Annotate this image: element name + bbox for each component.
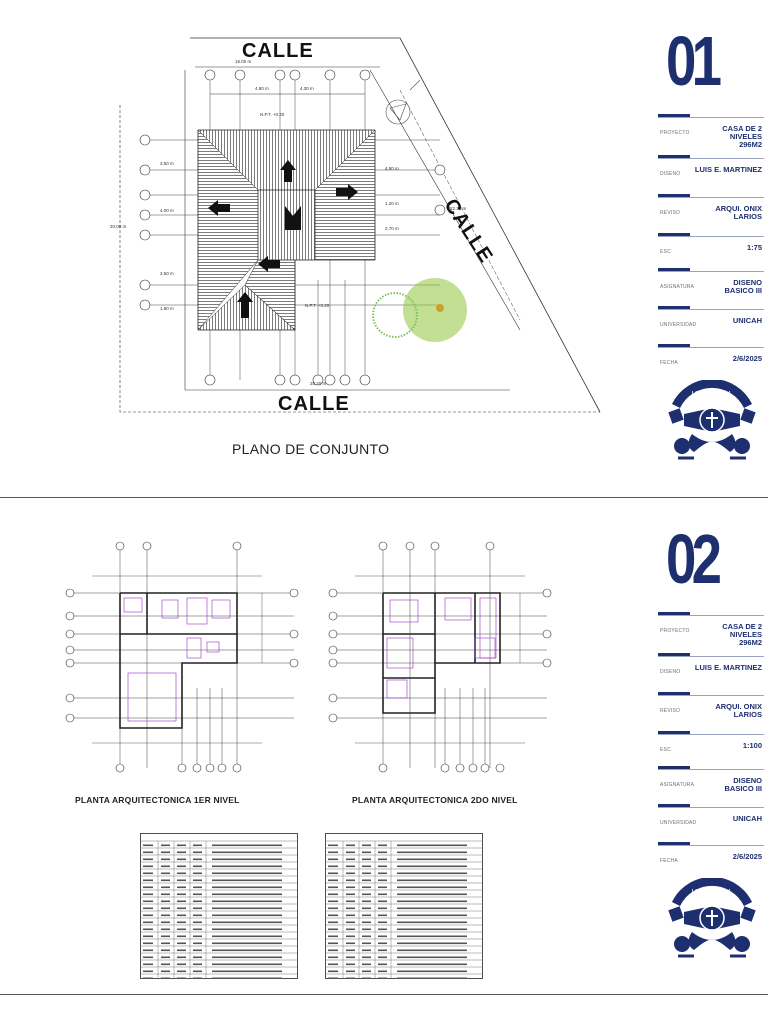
tb-key: ESC	[660, 249, 671, 255]
tb-value: DISENO BASICO III	[724, 776, 762, 793]
sheet-number: 01	[666, 22, 722, 100]
tb-row-reviso: REVISO ARQUI. ONIX LARIOS	[658, 692, 764, 730]
tb-value: LUIS E. MARTINEZ	[694, 165, 762, 174]
tb-row-reviso: REVISO ARQUI. ONIX LARIOS	[658, 194, 764, 232]
tb-row-esc: ESC 1:100	[658, 731, 764, 769]
floor-plan-1st-level	[65, 541, 299, 773]
svg-text:N.P.T. +0.20: N.P.T. +0.20	[260, 112, 285, 117]
caption-1st-level: PLANTA ARQUITECTONICA 1ER NIVEL	[75, 795, 240, 805]
tb-row-proyecto: PROYECTO CASA DE 2 NIVELES 296M2	[658, 612, 764, 650]
tb-row-diseno: DISENO LUIS E. MARTINEZ	[658, 653, 764, 691]
svg-text:4.00 m: 4.00 m	[160, 208, 174, 213]
svg-text:3.50 m: 3.50 m	[160, 271, 174, 276]
svg-text:4.30 m: 4.30 m	[300, 86, 314, 91]
street-label-bottom: CALLE	[278, 393, 350, 415]
svg-text:3.50 m: 3.50 m	[160, 161, 174, 166]
tb-row-universidad: UNIVERSIDAD UNICAH	[658, 804, 764, 842]
unicah-logo-icon: UNICAH	[668, 380, 756, 460]
svg-text:4.80 m: 4.80 m	[255, 86, 269, 91]
tb-value: 2/6/2025	[732, 852, 762, 861]
svg-text:2.70 m: 2.70 m	[385, 226, 399, 231]
tb-key: UNIVERSIDAD	[660, 820, 697, 826]
tb-key: FECHA	[660, 360, 678, 366]
tb-value: ARQUI. ONIX LARIOS	[715, 702, 762, 719]
tb-value: CASA DE 2 NIVELES 296M2	[722, 622, 762, 647]
tb-key: ESC	[660, 747, 671, 753]
tb-value: ARQUI. ONIX LARIOS	[715, 204, 762, 221]
svg-text:1.20 m: 1.20 m	[385, 201, 399, 206]
tb-value: UNICAH	[732, 316, 762, 325]
logo-text: UNICAH	[692, 389, 733, 398]
tb-value: LUIS E. MARTINEZ	[694, 663, 762, 672]
tb-row-proyecto: PROYECTO CASA DE 2 NIVELES 296M2	[658, 114, 764, 152]
tb-row-diseno: DISENO LUIS E. MARTINEZ	[658, 155, 764, 193]
svg-text:1.80 m: 1.80 m	[160, 306, 174, 311]
title-block-01: 01 PROYECTO CASA DE 2 NIVELES 296M2 DISEN…	[650, 0, 768, 497]
tb-value: CASA DE 2 NIVELES 296M2	[722, 124, 762, 149]
sheet-03	[0, 994, 768, 1024]
svg-text:4.80 m: 4.80 m	[385, 166, 399, 171]
svg-text:15.00 m: 15.00 m	[235, 59, 252, 64]
logo-text: UNICAH	[692, 887, 733, 896]
tb-key: DISENO	[660, 171, 681, 177]
tb-value: 1:100	[742, 741, 762, 750]
tb-key: ASIGNATURA	[660, 284, 695, 290]
tb-value: 1:75	[746, 243, 762, 252]
tb-row-fecha: FECHA 2/6/2025	[658, 842, 764, 880]
unicah-logo-icon: UNICAH	[668, 878, 756, 958]
tb-value: DISENO BASICO III	[724, 278, 762, 295]
tb-key: REVISO	[660, 210, 681, 216]
sheet-01-caption: PLANO DE CONJUNTO	[232, 441, 390, 457]
schedule-table-1st-level	[140, 833, 298, 979]
svg-text:20.00 m: 20.00 m	[110, 224, 127, 229]
tb-key: PROYECTO	[660, 628, 690, 634]
tb-row-fecha: FECHA 2/6/2025	[658, 344, 764, 382]
tb-key: UNIVERSIDAD	[660, 322, 697, 328]
tb-key: FECHA	[660, 858, 678, 864]
schedule-table-2nd-level	[325, 833, 483, 979]
caption-2nd-level: PLANTA ARQUITECTONICA 2DO NIVEL	[352, 795, 518, 805]
tb-key: REVISO	[660, 708, 681, 714]
svg-text:25.20 m: 25.20 m	[310, 381, 327, 386]
tb-key: DISENO	[660, 669, 681, 675]
tb-value: UNICAH	[732, 814, 762, 823]
tb-key: ASIGNATURA	[660, 782, 695, 788]
street-label-top: CALLE	[242, 40, 314, 62]
tb-value: 2/6/2025	[732, 354, 762, 363]
svg-text:N.P.T. +0.20: N.P.T. +0.20	[305, 303, 330, 308]
tb-row-esc: ESC 1:75	[658, 233, 764, 271]
sheet-02: PLANTA ARQUITECTONICA 1ER NIVEL PLANTA A…	[0, 497, 768, 994]
tb-row-universidad: UNIVERSIDAD UNICAH	[658, 306, 764, 344]
sheet-number: 02	[666, 520, 722, 598]
tb-row-asignatura: ASIGNATURA DISENO BASICO III	[658, 268, 764, 306]
tb-key: PROYECTO	[660, 130, 690, 136]
svg-text:22.36 m: 22.36 m	[450, 206, 467, 211]
tb-row-asignatura: ASIGNATURA DISENO BASICO III	[658, 766, 764, 804]
title-block-02: 02 PROYECTO CASA DE 2 NIVELES 296M2 DISEN…	[650, 498, 768, 994]
floor-plan-2nd-level	[328, 541, 552, 773]
